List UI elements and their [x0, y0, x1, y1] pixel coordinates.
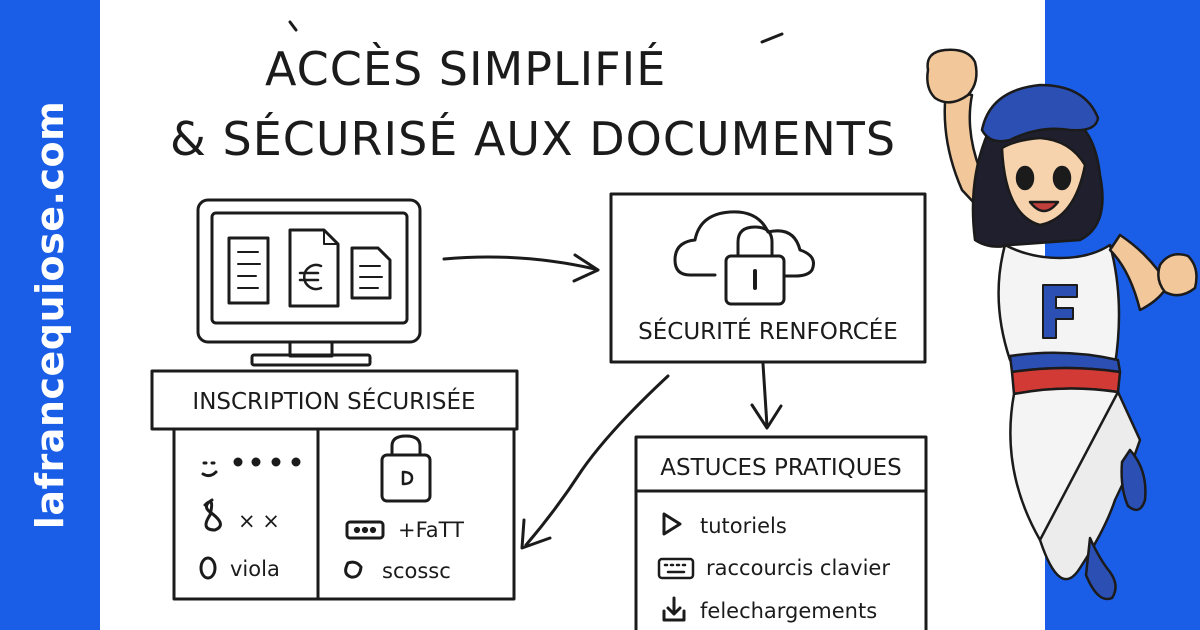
arrow-security-to-tips — [761, 362, 769, 428]
arrow-security-to-signup — [524, 374, 670, 547]
accent-mark-1 — [288, 20, 298, 32]
signup-left-row2: × × — [238, 509, 280, 533]
play-icon — [662, 512, 682, 536]
otp-code-icon — [345, 520, 385, 540]
superhero-mascot — [926, 48, 1198, 601]
arrow-head-3 — [520, 518, 552, 550]
tips-item-tutorials: tutoriels — [700, 514, 787, 538]
title-line-1: ACCÈS SIMPLIFIÉ — [265, 42, 667, 96]
accent-mark-2 — [760, 32, 784, 44]
security-box — [609, 192, 927, 364]
cloud-lock-icon — [673, 210, 815, 306]
fingerprint-icon — [203, 498, 222, 532]
signup-right-row3: scossc — [382, 559, 451, 583]
tips-box — [634, 435, 928, 630]
arrow-monitor-to-security — [442, 255, 597, 271]
shape-icon — [344, 560, 363, 579]
title-line-2: & SÉCURISÉ AUX DOCUMENTS — [170, 112, 897, 166]
tips-item-downloads: felechargements — [700, 599, 877, 623]
signup-label: INSCRIPTION SÉCURISÉE — [192, 387, 475, 415]
arrow-head-1 — [572, 253, 600, 283]
password-row-icon — [201, 457, 301, 478]
keyboard-icon — [657, 557, 695, 580]
padlock-icon — [380, 434, 432, 503]
tips-label: ASTUCES PRATIQUES — [660, 455, 902, 481]
signup-panel — [172, 427, 516, 601]
tips-item-shortcuts: raccourcis clavier — [706, 556, 890, 580]
circle-icon — [199, 556, 217, 580]
left-brand-band — [0, 0, 100, 630]
security-label: SÉCURITÉ RENFORCÉE — [638, 317, 898, 345]
signup-right-row2: +FaTT — [398, 518, 464, 542]
monitor-icon — [196, 198, 422, 367]
download-icon — [662, 596, 686, 622]
signup-left-row3: viola — [230, 557, 280, 581]
arrow-head-2 — [750, 403, 783, 430]
